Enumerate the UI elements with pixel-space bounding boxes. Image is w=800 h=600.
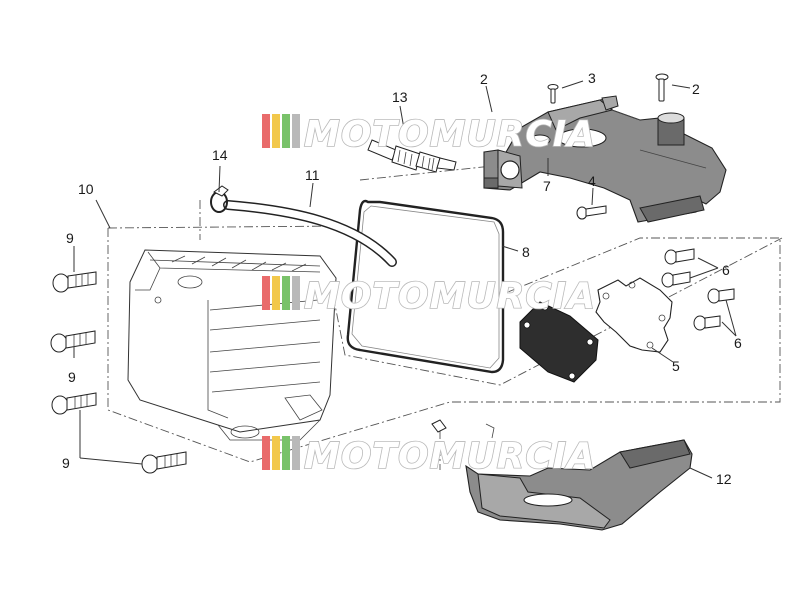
bolt-9c (51, 392, 97, 415)
callout-12: 12 (716, 471, 732, 487)
callout-9-top: 9 (66, 230, 74, 246)
callout-2-top: 2 (480, 71, 488, 87)
cooling-shroud (483, 95, 727, 223)
screw-3 (547, 84, 559, 104)
callout-13: 13 (392, 89, 408, 105)
callout-9-middle: 9 (68, 369, 76, 385)
callout-2-right: 2 (692, 81, 700, 97)
screw-4 (576, 205, 607, 220)
callout-5: 5 (672, 358, 680, 374)
breather-hose (223, 200, 397, 267)
bolt-9b (50, 330, 96, 353)
screw-2 (655, 73, 669, 102)
bolt-6b (661, 271, 691, 288)
callout-10: 10 (78, 181, 94, 197)
watermark-bottom: MOTOMURCIA (262, 435, 596, 478)
bolt-9d (141, 451, 187, 474)
callout-6-bottom: 6 (734, 335, 742, 351)
callout-14: 14 (212, 147, 228, 163)
watermark-top: MOTOMURCIA (262, 113, 596, 156)
watermark-middle: MOTOMURCIA (262, 275, 596, 318)
watermark-text: MOTOMURCIA (304, 436, 596, 477)
gasket-plate (519, 301, 599, 383)
callout-6-top: 6 (722, 262, 730, 278)
cover-gasket (346, 199, 505, 374)
lower-tray (431, 419, 693, 531)
callout-11: 11 (305, 167, 320, 183)
callout-3: 3 (588, 70, 596, 86)
leader-lines (73, 80, 737, 479)
spark-plug (367, 139, 457, 173)
bolt-9a (52, 271, 97, 293)
watermark-text: MOTOMURCIA (304, 114, 596, 155)
callout-labels: 2 3 2 13 14 11 10 4 7 9 8 6 6 5 9 9 12 (62, 70, 742, 487)
bolt-6c (707, 288, 735, 304)
bolt-6a (664, 248, 695, 265)
callout-7: 7 (543, 178, 551, 194)
gasket-5 (595, 277, 673, 353)
hose-clamp (210, 185, 229, 213)
bolt-6d (693, 315, 721, 331)
callout-4: 4 (588, 173, 596, 189)
watermark-text: MOTOMURCIA (304, 276, 596, 317)
callout-9-bottom: 9 (62, 455, 70, 471)
callout-8: 8 (522, 244, 530, 260)
